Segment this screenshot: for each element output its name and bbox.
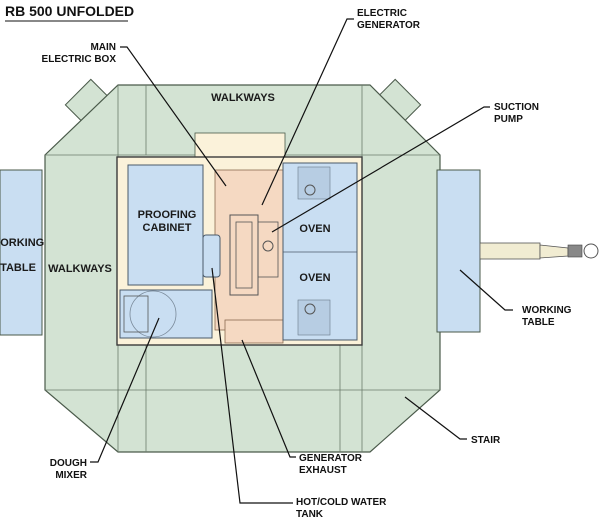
walkways-top-label: WALKWAYS — [211, 92, 275, 104]
callout-water-tank-2: TANK — [296, 509, 324, 519]
callout-working-table-2: TABLE — [522, 317, 555, 328]
callout-generator-exhaust-2: EXHAUST — [299, 465, 347, 476]
generator-hatch — [194, 132, 286, 158]
callout-working-table-1: WORKING — [522, 305, 572, 316]
callout-dough-mixer-1: DOUGH — [50, 458, 87, 469]
proofing-cabinet — [127, 164, 204, 286]
water-tank — [202, 234, 221, 278]
callout-suction-pump-1: SUCTION — [494, 102, 539, 113]
oven-top-label: OVEN — [299, 223, 330, 235]
proofing-cabinet-label-1: PROOFING — [138, 209, 197, 221]
callout-main-electric-box-2: ELECTRIC BOX — [42, 54, 117, 65]
suction-pump — [257, 221, 279, 278]
diagram-title: RB 500 UNFOLDED — [5, 3, 134, 19]
proofing-cabinet-label-2: CABINET — [143, 222, 192, 234]
generator-exhaust — [224, 319, 284, 344]
callout-electric-generator-2: GENERATOR — [357, 20, 421, 31]
tow-hitch — [479, 242, 599, 260]
callout-main-electric-box-1: MAIN — [90, 42, 116, 53]
oven-bottom-label: OVEN — [299, 272, 330, 284]
callout-water-tank-1: HOT/COLD WATER — [296, 497, 387, 508]
leader-lines — [90, 18, 513, 504]
electric-generator — [214, 169, 284, 331]
callout-generator-exhaust-1: GENERATOR — [299, 453, 363, 464]
dough-mixer — [119, 289, 213, 339]
working-table-left-label-2: TABLE — [0, 262, 36, 274]
walkways-left-label: WALKWAYS — [48, 263, 112, 275]
working-table-left — [0, 169, 43, 336]
callout-stair: STAIR — [471, 435, 501, 446]
working-table-right — [436, 169, 481, 333]
callout-dough-mixer-2: MIXER — [55, 470, 87, 481]
callout-electric-generator-1: ELECTRIC — [357, 8, 407, 19]
working-table-left-label-1: WORKING — [0, 237, 44, 249]
callout-suction-pump-2: PUMP — [494, 114, 523, 125]
